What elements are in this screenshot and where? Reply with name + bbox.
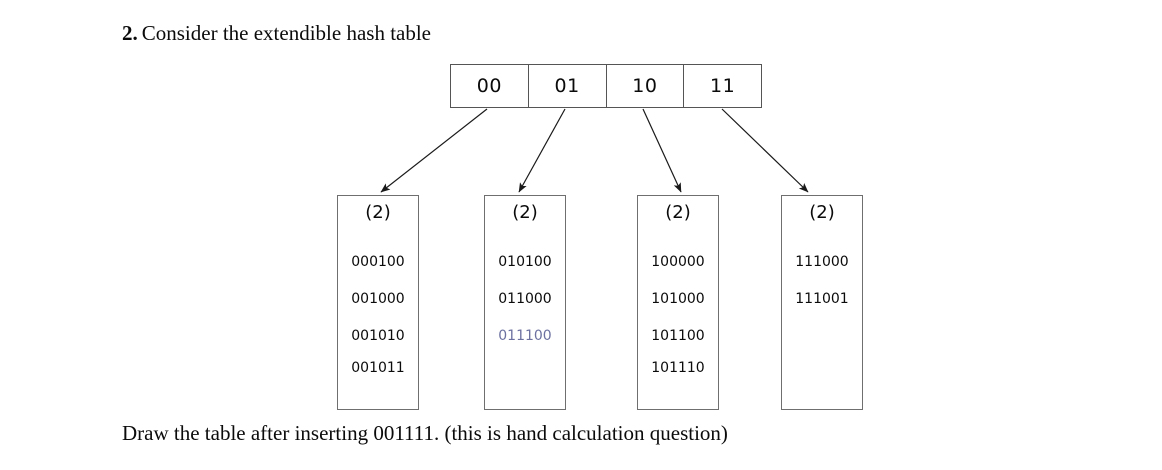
bucket-1-entry-2: 001000 [351,291,405,307]
bucket-4: (2) 111000 111001 [781,195,863,410]
bucket-3-entry-2: 101000 [651,291,705,307]
bucket-2-entry-3: 011100 [498,328,552,344]
bucket-4-entry-2: 111001 [795,291,849,307]
bucket-1-local-depth: (2) [365,202,391,223]
bucket-3-entry-1: 100000 [651,254,705,270]
bucket-2: (2) 010100 011000 011100 [484,195,566,410]
arrow-11-to-bucket-4 [721,108,809,193]
bucket-2-local-depth: (2) [512,202,538,223]
bucket-3-entry-3: 101100 [651,328,705,344]
bucket-1: (2) 000100 001000 001010 001011 [337,195,419,410]
bucket-3-entries: 100000 101000 101100 101110 [638,254,718,392]
directory-cell-11[interactable]: 11 [710,75,736,97]
bucket-3-local-depth: (2) [665,202,691,223]
arrow-10-to-bucket-3 [642,108,682,193]
bucket-1-entry-4: 001011 [351,360,405,376]
bucket-4-entry-1: 111000 [795,254,849,270]
question-text: Consider the extendible hash table [141,21,432,45]
bucket-1-entry-1: 000100 [351,254,405,270]
bucket-2-entry-1: 010100 [498,254,552,270]
bucket-3: (2) 100000 101000 101100 101110 [637,195,719,410]
directory-table: 00 01 10 11 [450,64,762,108]
arrow-00-to-bucket-1 [380,108,488,193]
instruction-caption: Draw the table after inserting 001111. (… [122,421,728,445]
bucket-4-entries: 111000 111001 [782,254,862,328]
bucket-2-entry-2: 011000 [498,291,552,307]
directory-cell-10[interactable]: 10 [607,65,685,107]
bucket-4-local-depth: (2) [809,202,835,223]
bucket-3-entry-4: 101110 [651,360,705,376]
question-number: 2. [122,21,138,45]
arrow-01-to-bucket-2 [518,108,566,193]
directory-cell-00[interactable]: 00 [451,65,529,107]
directory-cell-01[interactable]: 01 [529,65,607,107]
question-heading: 2.Consider the extendible hash table [122,20,431,46]
bucket-1-entries: 000100 001000 001010 001011 [338,254,418,392]
bucket-1-entry-3: 001010 [351,328,405,344]
bucket-2-entries: 010100 011000 011100 [485,254,565,360]
